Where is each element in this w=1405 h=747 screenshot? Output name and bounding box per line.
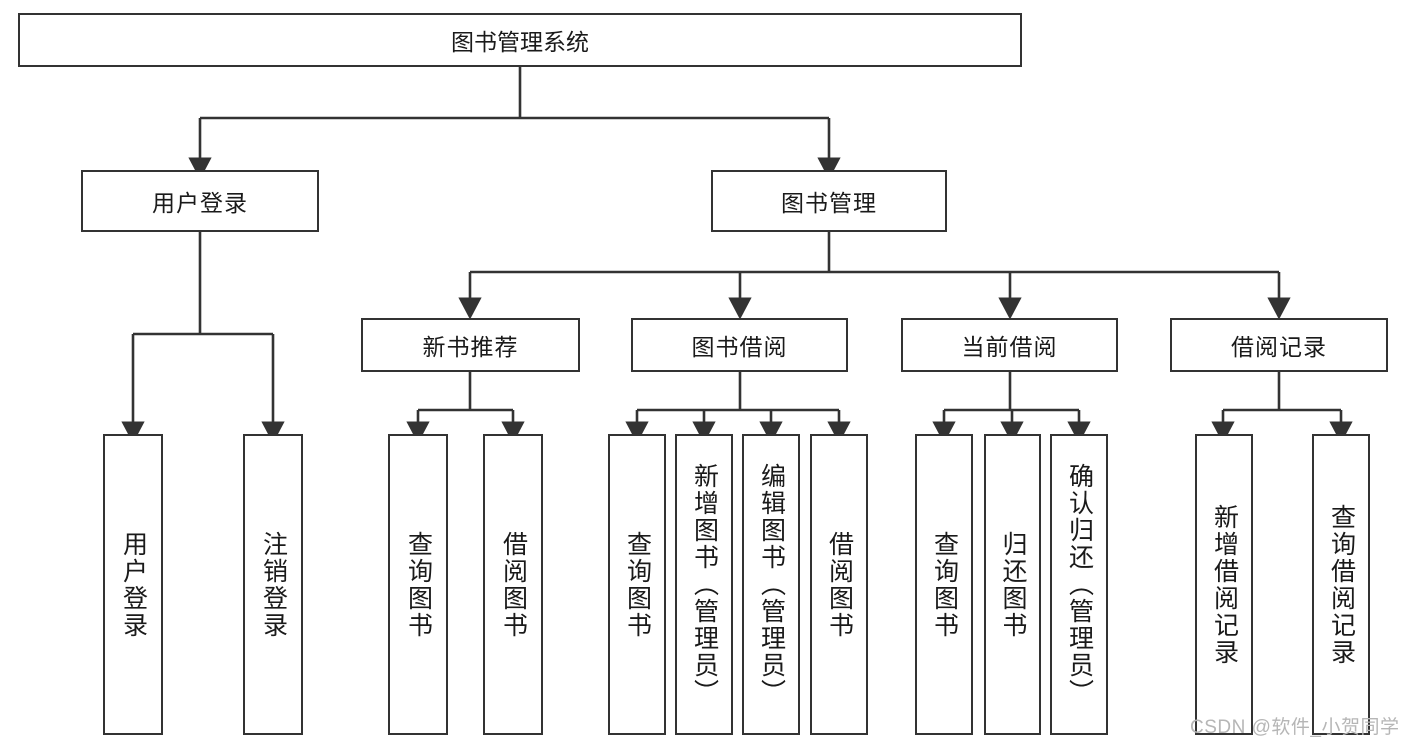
- leaf-current-borrow-return[interactable]: 归还图书: [984, 434, 1041, 735]
- leaf-borrow-record-query[interactable]: 查询借阅记录: [1312, 434, 1370, 735]
- node-user-login[interactable]: 用户登录: [81, 170, 319, 232]
- leaf-user-login-logout[interactable]: 注销登录: [243, 434, 303, 735]
- node-label: 查询图书: [404, 530, 433, 639]
- node-label: 新书推荐: [422, 334, 519, 360]
- node-label: 图书借阅: [691, 334, 788, 360]
- node-label: 图书管理系统: [451, 29, 589, 55]
- leaf-user-login-login[interactable]: 用户登录: [103, 434, 163, 735]
- node-label: 确认归还（管理员）: [1065, 463, 1094, 706]
- node-label: 新增图书（管理员）: [690, 463, 719, 706]
- node-current-borrow[interactable]: 当前借阅: [901, 318, 1118, 372]
- leaf-book-borrow-edit[interactable]: 编辑图书（管理员）: [742, 434, 800, 735]
- node-label: 借阅记录: [1231, 334, 1327, 360]
- node-label: 查询借阅记录: [1327, 503, 1356, 666]
- leaf-new-book-query[interactable]: 查询图书: [388, 434, 448, 735]
- node-label: 查询图书: [930, 530, 959, 639]
- node-label: 编辑图书（管理员）: [757, 463, 786, 706]
- leaf-current-borrow-confirm-return[interactable]: 确认归还（管理员）: [1050, 434, 1108, 735]
- node-label: 查询图书: [623, 530, 652, 639]
- node-book-management[interactable]: 图书管理: [711, 170, 947, 232]
- node-label: 用户登录: [119, 530, 148, 639]
- node-label: 归还图书: [999, 530, 1027, 639]
- node-label: 图书管理: [781, 190, 877, 216]
- leaf-new-book-borrow[interactable]: 借阅图书: [483, 434, 543, 735]
- node-book-borrow[interactable]: 图书借阅: [631, 318, 848, 372]
- leaf-book-borrow-lend[interactable]: 借阅图书: [810, 434, 868, 735]
- leaf-book-borrow-query[interactable]: 查询图书: [608, 434, 666, 735]
- leaf-book-borrow-add[interactable]: 新增图书（管理员）: [675, 434, 733, 735]
- node-root-system[interactable]: 图书管理系统: [18, 13, 1022, 67]
- leaf-current-borrow-query[interactable]: 查询图书: [915, 434, 973, 735]
- node-new-book-recommend[interactable]: 新书推荐: [361, 318, 580, 372]
- node-label: 用户登录: [152, 190, 248, 216]
- node-label: 新增借阅记录: [1210, 503, 1239, 666]
- node-label: 借阅图书: [825, 530, 854, 639]
- node-label: 当前借阅: [961, 334, 1058, 360]
- node-label: 借阅图书: [499, 530, 528, 639]
- node-borrow-record[interactable]: 借阅记录: [1170, 318, 1388, 372]
- leaf-borrow-record-add[interactable]: 新增借阅记录: [1195, 434, 1253, 735]
- node-label: 注销登录: [259, 530, 288, 639]
